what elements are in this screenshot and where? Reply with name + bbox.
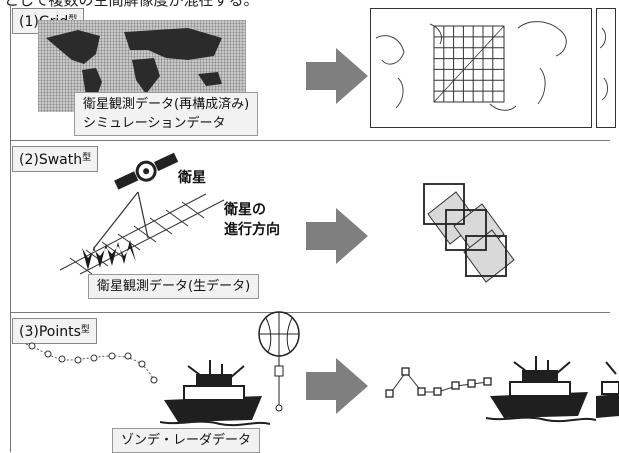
arrow-right-icon: [306, 48, 368, 104]
map-panel-edge: [596, 8, 616, 128]
point-markers-image: [385, 367, 492, 398]
points-label-suffix: 型: [80, 325, 90, 335]
direction-label: 衛星の 進行方向: [224, 200, 280, 240]
points-label-text: (3)Points: [19, 324, 81, 340]
swath-type-label: (2)Swath型: [12, 146, 99, 172]
direction-line2: 進行方向: [224, 222, 280, 238]
ship-icon: [486, 356, 596, 423]
grid-caption-line1: 衛星観測データ(再構成済み): [83, 97, 250, 112]
ship-icon: [596, 361, 619, 418]
swath-footprints-image: [423, 183, 515, 283]
points-trajectory-image: [25, 342, 158, 384]
direction-line1: 衛星の: [224, 202, 266, 218]
satellite-icon: [114, 152, 179, 190]
points-type-label: (3)Points型: [12, 318, 97, 344]
satellite-label: 衛星: [178, 170, 206, 186]
balloon-icon: [258, 311, 300, 412]
top-text: として複数の空間解像度が混在する。: [4, 0, 259, 9]
grid-data-caption: 衛星観測データ(再構成済み) シミュレーションデータ: [74, 92, 259, 136]
section-divider-2: [10, 312, 610, 313]
ship-icon: [160, 360, 270, 427]
points-data-caption: ゾンデ・レーダデータ: [112, 428, 261, 453]
arrow-right-icon: [306, 208, 368, 264]
swath-label-suffix: 型: [82, 153, 92, 163]
swath-label-text: (2)Swath: [19, 152, 83, 168]
swath-strip-image: [59, 191, 225, 275]
arrow-right-icon: [306, 358, 368, 414]
grid-caption-line2: シミュレーションデータ: [83, 116, 226, 131]
swath-data-caption: 衛星観測データ(生データ): [88, 274, 260, 299]
section-divider-1: [10, 140, 610, 141]
gridded-map-panel: [370, 8, 592, 128]
left-border: [10, 4, 11, 452]
